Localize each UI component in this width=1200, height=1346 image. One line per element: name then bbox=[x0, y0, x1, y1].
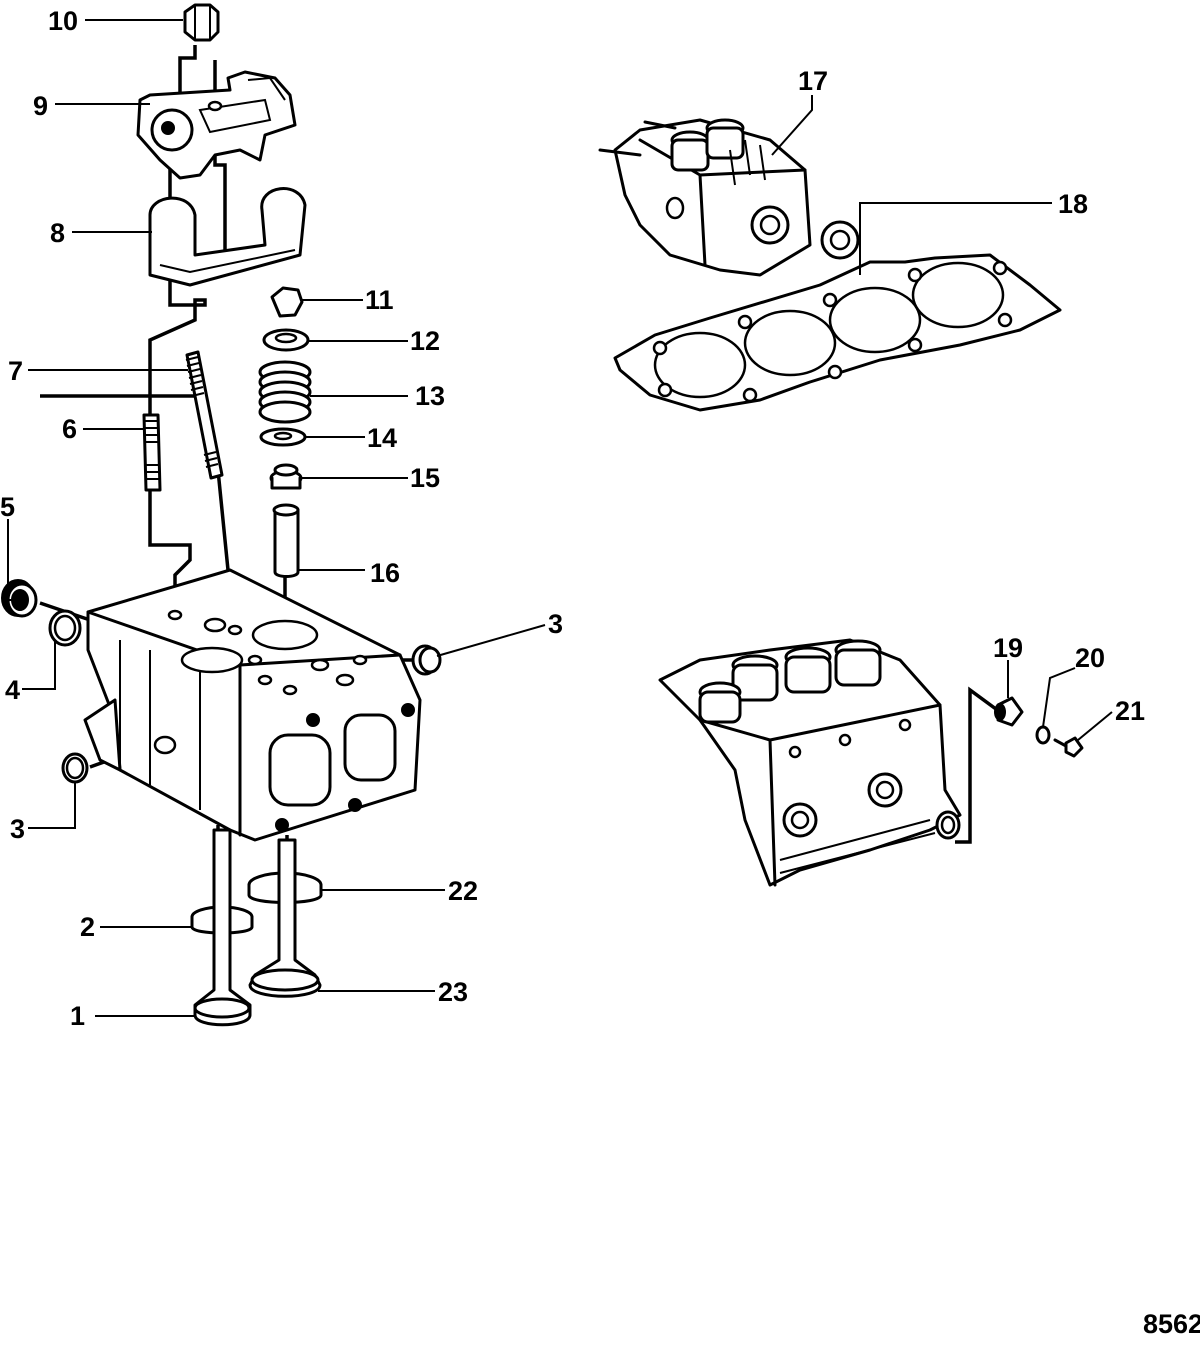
callout-1: 1 bbox=[70, 1001, 85, 1031]
engine-block-assembly bbox=[658, 638, 962, 887]
callout-20: 20 bbox=[1075, 643, 1105, 673]
part-19-ring-seal bbox=[935, 810, 961, 840]
callout-19: 19 bbox=[993, 633, 1023, 663]
part-20-washer bbox=[1035, 725, 1051, 745]
part-8-bracket bbox=[148, 187, 307, 287]
callout-3-right: 3 bbox=[548, 609, 563, 639]
part-12-spring-retainer bbox=[262, 328, 310, 352]
part-13-valve-spring bbox=[258, 360, 312, 424]
part-6-short-stud bbox=[142, 413, 162, 492]
callout-21: 21 bbox=[1115, 696, 1145, 726]
part-21-bolt bbox=[1053, 736, 1084, 758]
callout-18: 18 bbox=[1058, 189, 1088, 219]
main-cylinder-head bbox=[83, 568, 422, 842]
figure-number: 8562 bbox=[1143, 1309, 1200, 1339]
part-23-valve bbox=[248, 838, 322, 998]
callout-2: 2 bbox=[80, 912, 95, 942]
part-1-valve bbox=[193, 828, 252, 1027]
callout-11: 11 bbox=[365, 285, 394, 315]
callout-16: 16 bbox=[370, 558, 400, 588]
callout-15: 15 bbox=[410, 463, 440, 493]
part-3-plug-right bbox=[411, 644, 442, 676]
leader-lines bbox=[7, 19, 1113, 1017]
callout-5: 5 bbox=[0, 492, 15, 522]
callout-9: 9 bbox=[33, 91, 48, 121]
part-17-head-assembly bbox=[598, 118, 860, 277]
callout-13: 13 bbox=[415, 381, 445, 411]
callout-22: 22 bbox=[448, 876, 478, 906]
callout-14: 14 bbox=[367, 423, 397, 453]
part-4-seal-ring bbox=[48, 609, 82, 647]
part-16-valve-guide bbox=[272, 503, 300, 578]
part-18-head-gasket bbox=[613, 253, 1062, 412]
part-11-valve-keeper bbox=[270, 286, 304, 318]
callout-labels: 10 9 8 7 6 5 4 3 11 12 13 14 15 16 3 2 1… bbox=[0, 6, 1145, 1031]
part-19-fitting bbox=[994, 696, 1024, 727]
callout-3-left: 3 bbox=[10, 814, 25, 844]
callout-12: 12 bbox=[410, 326, 440, 356]
callout-17: 17 bbox=[798, 66, 828, 96]
callout-10: 10 bbox=[48, 6, 78, 36]
callout-4: 4 bbox=[5, 675, 20, 705]
callout-6: 6 bbox=[62, 414, 77, 444]
part-9-rocker-arm bbox=[136, 70, 297, 180]
part-5-plug bbox=[1, 579, 38, 618]
callout-23: 23 bbox=[438, 977, 468, 1007]
part-7-long-stud bbox=[185, 350, 224, 480]
part-14-spring-seat bbox=[259, 427, 307, 447]
part-15-valve-stem-seal bbox=[269, 463, 303, 490]
part-10-nut bbox=[183, 3, 220, 42]
callout-7: 7 bbox=[8, 356, 23, 386]
callout-8: 8 bbox=[50, 218, 65, 248]
part-3-plug-left bbox=[61, 752, 89, 784]
